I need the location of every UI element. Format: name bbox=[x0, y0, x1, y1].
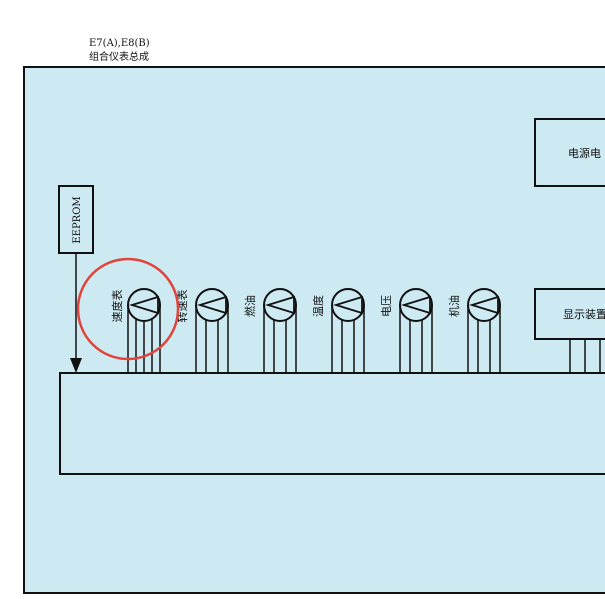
highlight-ring bbox=[76, 257, 180, 361]
gauge-voltage: 电压 bbox=[380, 288, 433, 373]
gauge-speedometer: 速度表 bbox=[110, 288, 161, 373]
controller-block bbox=[59, 372, 605, 475]
gauge-pointer-icon bbox=[468, 295, 499, 315]
header-title: 组合仪表总成 bbox=[89, 50, 149, 63]
display-device-label: 显示装置 bbox=[563, 308, 605, 321]
gauge-label: 机油 bbox=[447, 295, 461, 317]
eeprom-label: EEPROM bbox=[72, 196, 83, 243]
header-model-code: E7(A),E8(B) bbox=[89, 38, 150, 49]
gauge-oil: 机油 bbox=[447, 288, 501, 373]
gauge-fuel: 燃油 bbox=[243, 288, 297, 373]
gauge-label: 电压 bbox=[380, 295, 393, 317]
power-supply-label: 电源电 bbox=[568, 146, 601, 160]
gauge-label: 温度 bbox=[311, 295, 325, 317]
gauge-pointer-icon bbox=[128, 295, 159, 315]
gauge-pointer-icon bbox=[196, 295, 227, 315]
eeprom-arrowhead bbox=[70, 358, 82, 373]
gauge-label: 速度表 bbox=[110, 290, 124, 323]
gauge-tachometer: 转速表 bbox=[175, 288, 229, 373]
gauge-pointer-icon bbox=[264, 295, 295, 315]
gauge-label: 燃油 bbox=[243, 295, 257, 317]
cluster-panel bbox=[23, 66, 605, 594]
gauge-temperature: 温度 bbox=[311, 288, 365, 373]
gauge-pointer-icon bbox=[400, 295, 431, 315]
display-device-box bbox=[534, 288, 605, 340]
gauge-pointer-icon bbox=[332, 295, 363, 315]
power-supply-box bbox=[534, 118, 605, 187]
